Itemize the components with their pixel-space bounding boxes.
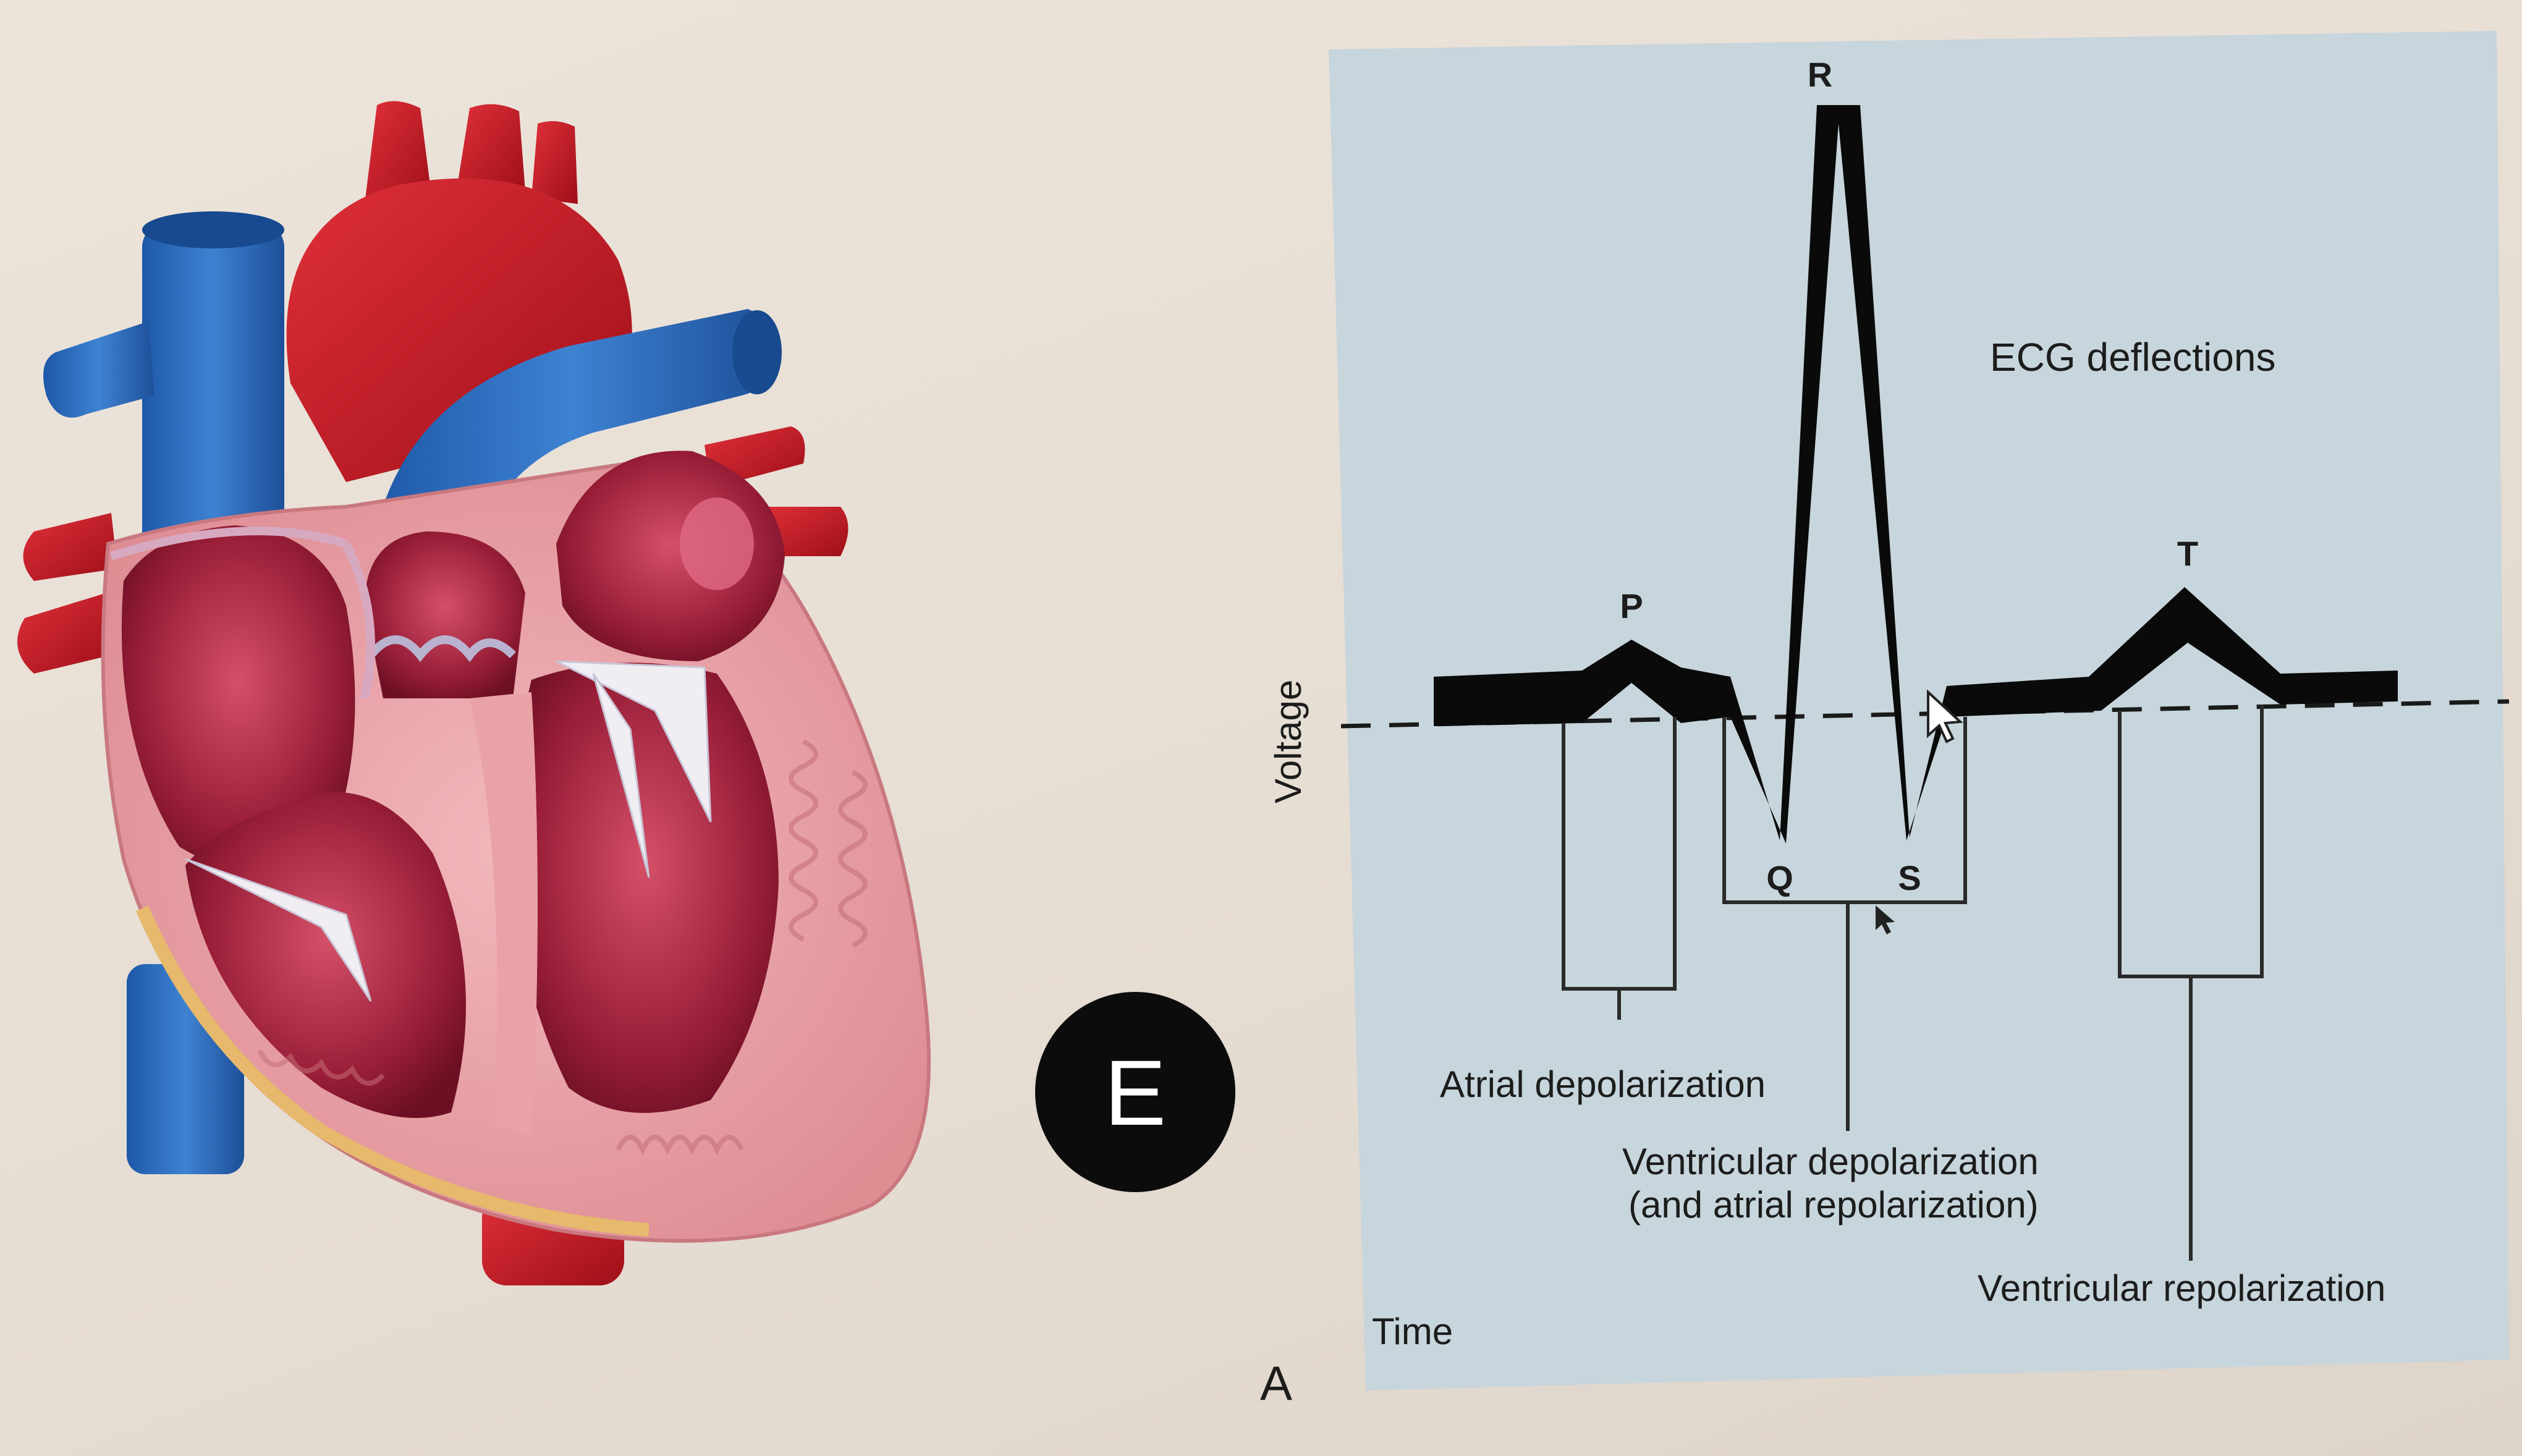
superior-vena-cava xyxy=(142,222,284,569)
mouse-cursor-icon xyxy=(1927,689,1963,743)
chordae-tendineae xyxy=(185,660,712,1002)
y-axis-label: Voltage xyxy=(1267,680,1309,803)
bracket-ventricular xyxy=(1722,717,1967,1131)
right-ventricle xyxy=(185,792,466,1118)
small-cursor-icon xyxy=(1876,905,1895,934)
ecg-panel-background xyxy=(1329,31,2509,1390)
badge-circle xyxy=(1035,992,1235,1192)
bracket-atrial xyxy=(1562,717,1677,1020)
aortic-branch-2 xyxy=(457,104,525,192)
aorta-root xyxy=(365,531,525,698)
brachiocephalic-vein xyxy=(43,321,154,418)
panel-letter: A xyxy=(1260,1356,1292,1410)
badge-letter: E xyxy=(1104,1041,1166,1145)
x-axis-label: Time xyxy=(1372,1311,1453,1352)
wave-label-p: P xyxy=(1620,586,1643,625)
wave-label-r: R xyxy=(1808,55,1832,94)
wave-label-q: Q xyxy=(1766,858,1793,897)
bracket-repolarization xyxy=(2118,705,2264,1261)
wave-label-t: T xyxy=(2177,534,2198,573)
aortic-branch-3 xyxy=(531,121,578,204)
annotation-ventricular-repol: Ventricular repolarization xyxy=(1978,1268,2385,1309)
inner-wall-outline xyxy=(109,527,375,700)
section-badge: E xyxy=(1035,992,1235,1192)
epicardial-fat xyxy=(135,905,650,1237)
pulmonary-vein-left-1 xyxy=(23,513,117,581)
wave-label-s: S xyxy=(1898,858,1921,897)
right-atrium xyxy=(121,525,355,873)
heart-illustration xyxy=(17,101,931,1285)
trabeculae-texture xyxy=(257,739,868,1155)
left-ventricle xyxy=(512,662,779,1113)
annotation-atrial: Atrial depolarization xyxy=(1440,1064,1766,1105)
semilunar-valve xyxy=(367,635,516,662)
ecg-trace xyxy=(1434,105,2398,844)
ecg-panel: R P T Q S ECG deflections Voltage Time A… xyxy=(1267,31,2510,1390)
septum xyxy=(470,692,538,1137)
pulmonary-vein-left-2 xyxy=(17,593,111,674)
ecg-title: ECG deflections xyxy=(1990,335,2275,379)
aortic-branch-1 xyxy=(365,101,433,204)
annotation-ventricular-line2: (and atrial repolarization) xyxy=(1628,1184,2039,1225)
annotation-ventricular-line1: Ventricular depolarization xyxy=(1622,1141,2039,1182)
